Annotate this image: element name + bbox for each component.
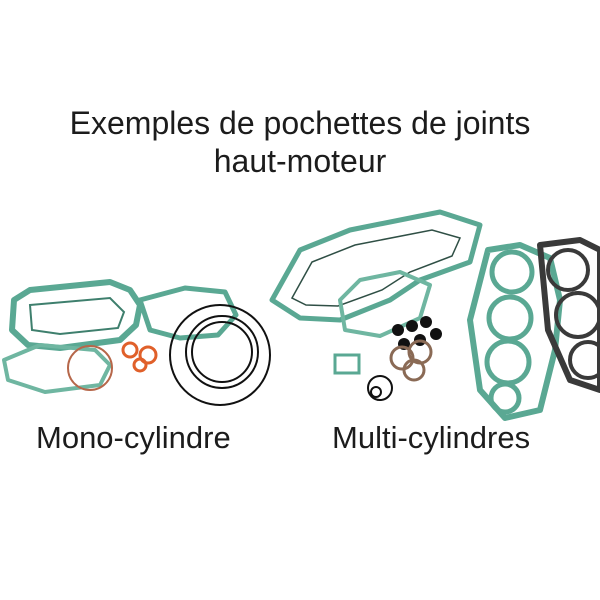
title-line-1: Exemples de pochettes de joints bbox=[69, 105, 531, 141]
page-title: Exemples de pochettes de joints haut-mot… bbox=[0, 104, 600, 180]
base-gasket-inner bbox=[28, 296, 126, 336]
valve-seal-2 bbox=[406, 320, 418, 332]
valve-seal-3 bbox=[420, 316, 432, 328]
o-ring-2 bbox=[370, 386, 382, 398]
o-ring-1 bbox=[367, 375, 393, 401]
exhaust-gasket bbox=[2, 343, 112, 394]
title-line-2: haut-moteur bbox=[213, 143, 387, 179]
orange-seal-3 bbox=[132, 357, 148, 373]
bore-2 bbox=[486, 294, 534, 342]
base-gasket bbox=[9, 279, 143, 351]
steel-bore-2 bbox=[554, 291, 600, 339]
bore-3 bbox=[484, 338, 532, 386]
copper-ring bbox=[67, 345, 113, 391]
valve-seal-4 bbox=[430, 328, 442, 340]
valve-cover-inner bbox=[290, 229, 462, 307]
black-o-ring-small bbox=[191, 321, 253, 383]
black-o-ring-medium bbox=[185, 315, 259, 389]
bore-4 bbox=[488, 381, 522, 415]
cam-gasket bbox=[338, 270, 432, 338]
single-cylinder-gasket-set bbox=[2, 279, 271, 406]
valve-seal-1 bbox=[392, 324, 404, 336]
valve-cover-gasket bbox=[269, 209, 483, 323]
gasket-kit-illustration bbox=[2, 209, 600, 421]
head-gasket bbox=[137, 285, 239, 341]
steel-bore-3 bbox=[568, 340, 600, 380]
orange-seal-2 bbox=[138, 345, 158, 365]
orange-seal-1 bbox=[121, 341, 139, 359]
head-gasket-steel bbox=[537, 237, 600, 393]
multi-cylinder-label: Multi-cylindres bbox=[332, 420, 531, 455]
steel-bore-1 bbox=[546, 248, 590, 292]
copper-ring-1 bbox=[389, 345, 415, 371]
single-cylinder-label: Mono-cylindre bbox=[36, 420, 231, 455]
black-o-ring-large bbox=[169, 304, 271, 406]
small-gasket bbox=[333, 353, 361, 375]
copper-ring-3 bbox=[402, 358, 426, 382]
multi-cylinder-gasket-set bbox=[269, 209, 600, 421]
bore-1 bbox=[489, 249, 535, 295]
head-gasket-teal bbox=[467, 242, 563, 421]
